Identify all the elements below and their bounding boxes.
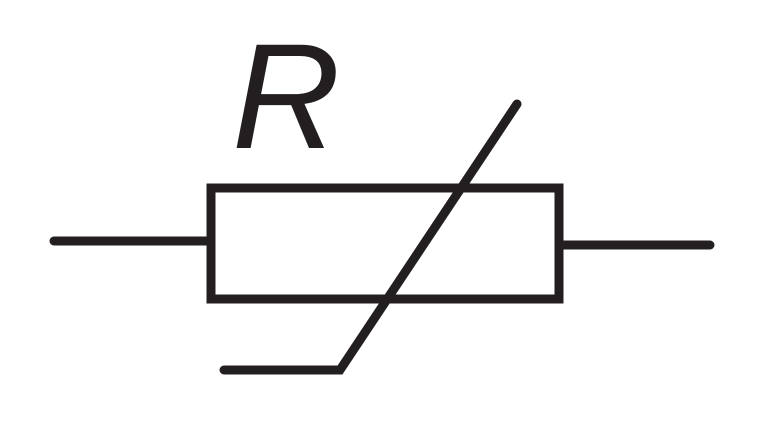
resistor-label: R [232, 12, 340, 180]
nonlinear-slash-indicator [219, 99, 522, 375]
